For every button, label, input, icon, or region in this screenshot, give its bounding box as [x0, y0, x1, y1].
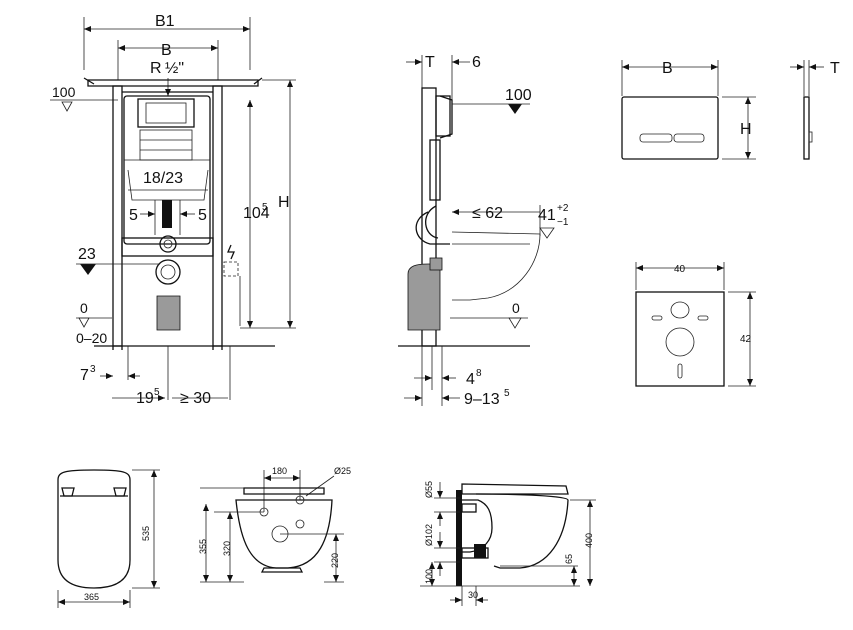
frame-front-view: B1 B R ½" 100 18/23 5	[50, 13, 296, 407]
level-23-label: 23	[78, 246, 96, 263]
left-5-label: 5	[129, 207, 138, 224]
wall-panel	[456, 490, 462, 586]
h41-plus: +2	[557, 203, 569, 214]
top-mounting-bracket	[87, 79, 259, 87]
foot-7-label: 7	[80, 367, 89, 384]
side-bowl-outline	[451, 231, 541, 301]
le62-label: ≤ 62	[472, 205, 503, 222]
d48-label: 4	[466, 371, 475, 388]
flush-pipe	[162, 200, 172, 228]
flush-plate-side	[803, 96, 810, 160]
h220-label: 220	[330, 553, 340, 568]
thread-r-label: R	[150, 60, 162, 77]
level-0-label: 0	[80, 300, 88, 316]
mat-outline	[635, 291, 725, 387]
flush-button-small	[639, 133, 673, 143]
pipe-18-23-label: 18/23	[143, 170, 183, 187]
d25-label: Ø25	[334, 466, 351, 476]
waste-pipe-opening	[155, 259, 181, 285]
flush-plate-front: B H T	[621, 60, 840, 160]
left-upright	[112, 85, 123, 347]
flush-valve-box	[137, 98, 195, 128]
range-0-20-label: 0–20	[76, 330, 107, 346]
bowl-side-view: Ø55 Ø102 100 65 400 30	[420, 481, 596, 606]
h320-label: 320	[222, 541, 232, 556]
h104-sup: 5	[262, 202, 268, 213]
h100-label: 100	[424, 569, 434, 584]
waste-pipe	[156, 295, 181, 331]
w30-label: 30	[468, 590, 478, 600]
drain-connector	[159, 235, 177, 253]
flush-button-large	[673, 133, 705, 143]
right-5-label: 5	[198, 207, 207, 224]
h104-label: 104	[243, 205, 270, 222]
b-label: B	[161, 42, 172, 59]
d9-13-sup: 5	[504, 388, 510, 399]
side-t-label: T	[425, 54, 435, 71]
side-cistern-top	[435, 95, 451, 137]
foot-19-label: 19	[136, 390, 154, 407]
h355-label: 355	[198, 539, 208, 554]
bowl-crossbar	[121, 237, 214, 257]
cistern-body	[123, 95, 211, 245]
front-h-label: H	[278, 194, 290, 211]
plate-b-label: B	[662, 60, 673, 77]
side-top-100-label: 100	[505, 87, 532, 104]
bowl-h535-label: 535	[141, 526, 151, 541]
h400-label: 400	[584, 533, 594, 548]
insulation-mat: 40 42	[635, 262, 756, 387]
flush-plate	[621, 96, 719, 160]
b1-label: B1	[155, 13, 175, 30]
mat-w40-label: 40	[674, 264, 686, 275]
foot-7-sup: 3	[90, 364, 96, 375]
plate-h-label: H	[740, 121, 752, 138]
h41-label: 41	[538, 207, 556, 224]
plate-t-label: T	[830, 60, 840, 77]
mat-h42-label: 42	[740, 334, 752, 345]
side-waste-pipe	[407, 263, 441, 331]
h41-minus: −1	[557, 217, 569, 228]
bowl-front-view: 180 Ø25 355 320 220	[198, 466, 351, 583]
d55-label: Ø55	[424, 481, 434, 498]
bowl-seat-outline	[57, 469, 131, 589]
foot-ge30-label: ≥ 30	[180, 390, 211, 407]
h65-label: 65	[564, 554, 574, 564]
bowl-top-view: 535 365	[57, 469, 160, 608]
d9-13-label: 9–13	[464, 391, 500, 408]
w180-label: 180	[272, 466, 287, 476]
side-level-0-label: 0	[512, 300, 520, 316]
side-seat	[461, 483, 569, 495]
seat-lid	[243, 487, 325, 495]
side-bowl-body	[475, 493, 569, 569]
d102-label: Ø102	[424, 524, 434, 546]
frame-side-view: T 6 100 ≤ 62 41 +2 −1 0	[398, 54, 569, 408]
thread-size-label: ½"	[165, 60, 184, 77]
top-level-100: 100	[52, 84, 76, 100]
bowl-w365-label: 365	[84, 592, 99, 602]
side-6-label: 6	[472, 54, 481, 71]
side-flush-bend	[415, 211, 450, 245]
right-upright	[212, 85, 223, 347]
foot-19-sup: 5	[154, 387, 160, 398]
d48-sup: 8	[476, 368, 482, 379]
